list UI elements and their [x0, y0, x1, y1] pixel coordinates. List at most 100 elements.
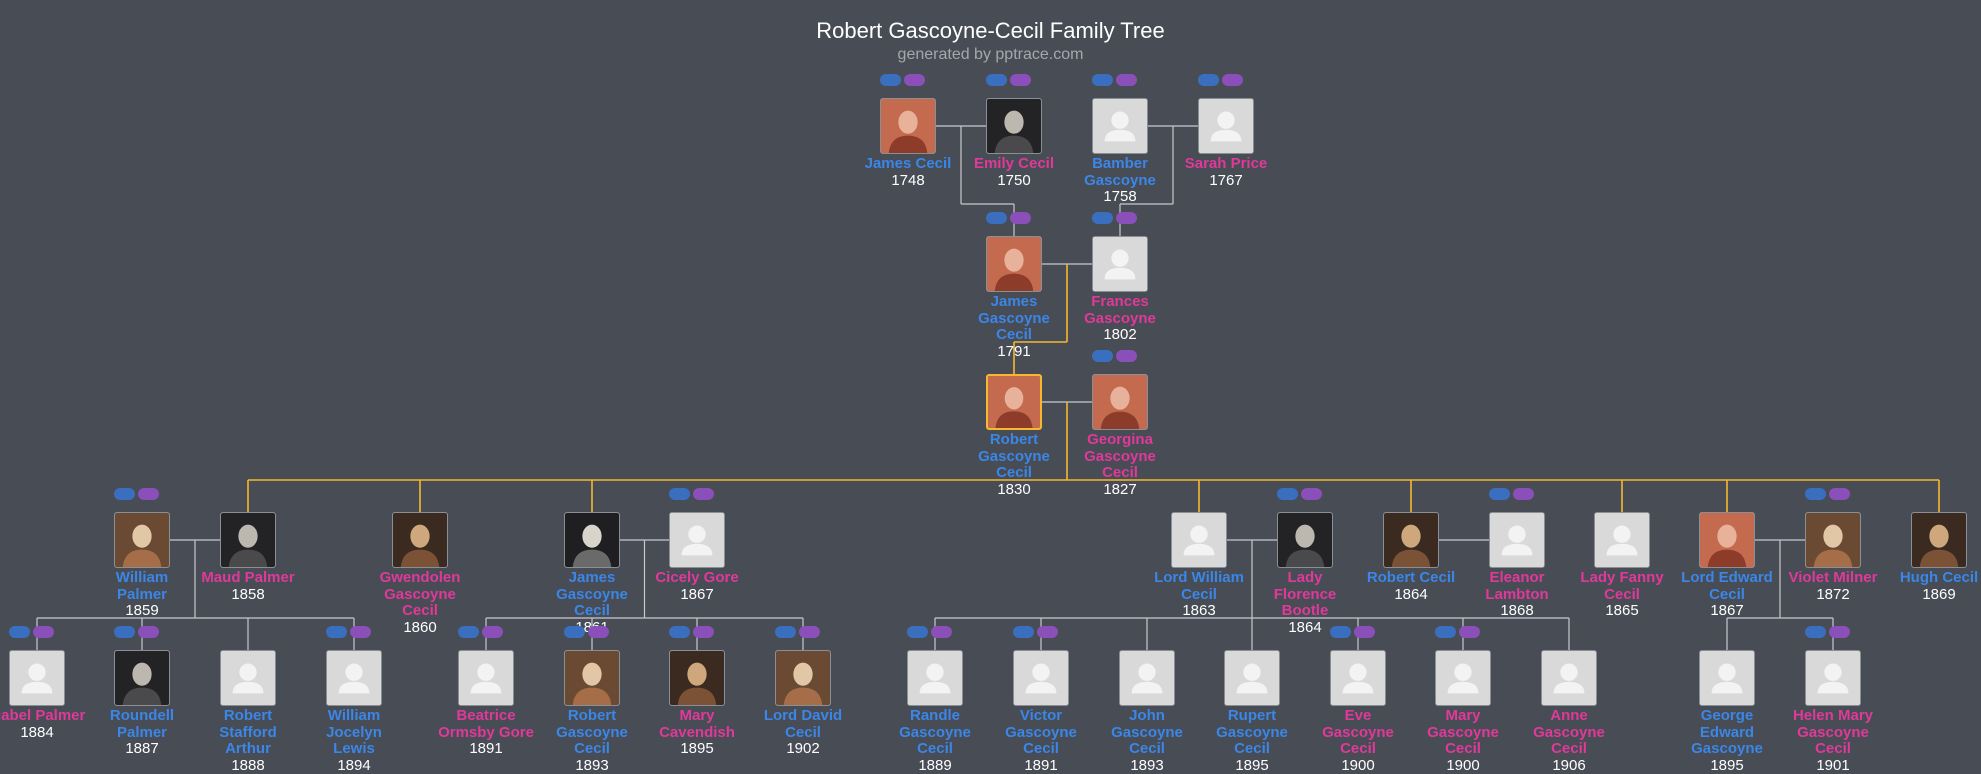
portrait-photo[interactable] — [1805, 512, 1861, 568]
portrait-photo[interactable] — [1699, 512, 1755, 568]
expand-spouse-button[interactable] — [799, 626, 820, 638]
expand-spouse-button[interactable] — [350, 626, 371, 638]
portrait-photo[interactable] — [564, 512, 620, 568]
expand-parents-button[interactable] — [1435, 626, 1456, 638]
expand-parents-button[interactable] — [986, 74, 1007, 86]
avatar-placeholder-icon[interactable] — [669, 512, 725, 568]
expand-spouse-button[interactable] — [138, 626, 159, 638]
expand-parents-button[interactable] — [1330, 626, 1351, 638]
expand-spouse-button[interactable] — [1010, 74, 1031, 86]
expand-parents-button[interactable] — [1198, 74, 1219, 86]
portrait-photo[interactable] — [392, 512, 448, 568]
expand-spouse-button[interactable] — [931, 626, 952, 638]
expand-parents-button[interactable] — [1489, 488, 1510, 500]
avatar-placeholder-icon[interactable] — [1013, 650, 1069, 706]
expand-parents-button[interactable] — [1092, 74, 1113, 86]
expand-spouse-button[interactable] — [904, 74, 925, 86]
expand-spouse-button[interactable] — [1116, 350, 1137, 362]
avatar-placeholder-icon[interactable] — [1541, 650, 1597, 706]
avatar-placeholder-icon[interactable] — [1198, 98, 1254, 154]
avatar-placeholder-icon[interactable] — [1171, 512, 1227, 568]
avatar-placeholder-icon[interactable] — [458, 650, 514, 706]
expand-spouse-button[interactable] — [1459, 626, 1480, 638]
portrait-photo[interactable] — [880, 98, 936, 154]
expand-spouse-button[interactable] — [1222, 74, 1243, 86]
expand-spouse-button[interactable] — [693, 488, 714, 500]
portrait-photo[interactable] — [986, 98, 1042, 154]
avatar-placeholder-icon[interactable] — [1119, 650, 1175, 706]
expand-spouse-button[interactable] — [1116, 212, 1137, 224]
person-birth-year: 1865 — [1605, 602, 1639, 619]
person-controls — [1318, 626, 1378, 640]
avatar-placeholder-icon[interactable] — [9, 650, 65, 706]
expand-parents-button[interactable] — [669, 488, 690, 500]
portrait-photo[interactable] — [775, 650, 831, 706]
expand-spouse-button[interactable] — [138, 488, 159, 500]
avatar-placeholder-icon[interactable] — [326, 650, 382, 706]
person-name-text: Bamber Gascoyne — [1084, 155, 1156, 189]
portrait-photo[interactable] — [1911, 512, 1967, 568]
portrait-photo[interactable] — [220, 512, 276, 568]
expand-spouse-button[interactable] — [1513, 488, 1534, 500]
portrait-photo[interactable] — [1383, 512, 1439, 568]
portrait-photo[interactable] — [1092, 374, 1148, 430]
expand-spouse-button[interactable] — [1829, 488, 1850, 500]
portrait-photo[interactable] — [986, 374, 1042, 430]
expand-spouse-button[interactable] — [33, 626, 54, 638]
avatar-placeholder-icon[interactable] — [1330, 650, 1386, 706]
expand-parents-button[interactable] — [1092, 350, 1113, 362]
expand-parents-button[interactable] — [326, 626, 347, 638]
expand-spouse-button[interactable] — [482, 626, 503, 638]
portrait-photo[interactable] — [986, 236, 1042, 292]
avatar-placeholder-icon[interactable] — [1489, 512, 1545, 568]
expand-parents-button[interactable] — [1013, 626, 1034, 638]
avatar-placeholder-icon[interactable] — [1224, 650, 1280, 706]
expand-parents-button[interactable] — [1092, 212, 1113, 224]
expand-parents-button[interactable] — [1805, 626, 1826, 638]
person-birth-year: 1895 — [1235, 756, 1269, 774]
person-birth-year: 1863 — [1182, 602, 1216, 619]
expand-parents-button[interactable] — [114, 488, 135, 500]
expand-spouse-button[interactable] — [1354, 626, 1375, 638]
expand-parents-button[interactable] — [907, 626, 928, 638]
expand-parents-button[interactable] — [114, 626, 135, 638]
person-name-text: Robert Stafford Arthur — [219, 707, 277, 757]
portrait-photo[interactable] — [114, 650, 170, 706]
avatar-placeholder-icon[interactable] — [220, 650, 276, 706]
avatar-placeholder-icon[interactable] — [1699, 650, 1755, 706]
expand-spouse-button[interactable] — [1301, 488, 1322, 500]
expand-parents-button[interactable] — [1805, 488, 1826, 500]
expand-parents-button[interactable] — [669, 626, 690, 638]
person-controls — [552, 626, 612, 640]
expand-spouse-button[interactable] — [1010, 212, 1031, 224]
avatar-placeholder-icon[interactable] — [1435, 650, 1491, 706]
expand-parents-button[interactable] — [1277, 488, 1298, 500]
expand-parents-button[interactable] — [564, 626, 585, 638]
expand-spouse-button[interactable] — [693, 626, 714, 638]
expand-spouse-button[interactable] — [1116, 74, 1137, 86]
portrait-photo[interactable] — [114, 512, 170, 568]
portrait-photo[interactable] — [1277, 512, 1333, 568]
avatar-placeholder-icon[interactable] — [907, 650, 963, 706]
person-controls — [102, 488, 162, 502]
expand-spouse-button[interactable] — [1037, 626, 1058, 638]
avatar-placeholder-icon[interactable] — [1092, 98, 1148, 154]
expand-parents-button[interactable] — [880, 74, 901, 86]
avatar-placeholder-icon[interactable] — [1805, 650, 1861, 706]
avatar-placeholder-icon[interactable] — [1594, 512, 1650, 568]
expand-spouse-button[interactable] — [1829, 626, 1850, 638]
portrait-photo[interactable] — [669, 650, 725, 706]
expand-parents-button[interactable] — [775, 626, 796, 638]
person-birth-year: 1791 — [997, 342, 1031, 360]
expand-parents-button[interactable] — [9, 626, 30, 638]
portrait-photo[interactable] — [564, 650, 620, 706]
expand-parents-button[interactable] — [986, 212, 1007, 224]
expand-spouse-button[interactable] — [588, 626, 609, 638]
avatar-placeholder-icon[interactable] — [1092, 236, 1148, 292]
expand-parents-button[interactable] — [458, 626, 479, 638]
